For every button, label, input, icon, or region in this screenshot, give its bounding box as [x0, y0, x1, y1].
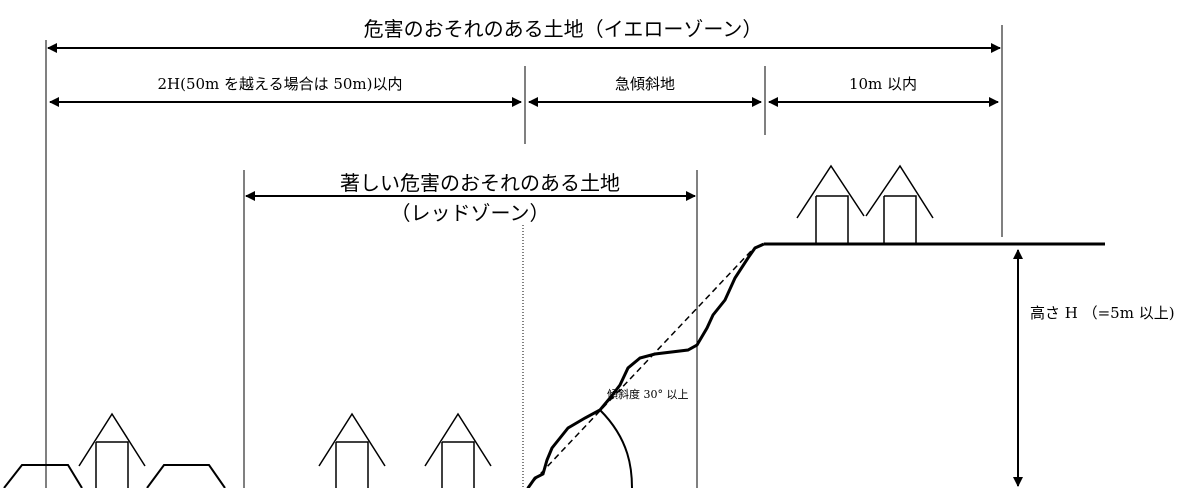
lower-range-label: 2H(50m を越える場合は 50m)以内	[157, 75, 402, 93]
house-left-flat-1-icon	[3, 464, 83, 488]
house-top-right-icon	[865, 164, 934, 244]
house-left-peaked-icon	[78, 412, 146, 488]
slope-angle-label: 傾斜度 30° 以上	[607, 387, 689, 401]
slope-range-label: 急傾斜地	[615, 75, 675, 93]
slope-knob	[599, 409, 633, 488]
house-left-flat-2-icon	[146, 464, 226, 488]
red-zone-label-line1: 著しい危害のおそれのある土地	[340, 171, 620, 195]
house-red-zone-left-icon	[318, 412, 386, 488]
house-top-left-icon	[796, 164, 865, 244]
yellow-zone-label: 危害のおそれのある土地（イエローゾーン）	[364, 17, 763, 41]
red-zone-label-line2: （レッドゾーン）	[391, 201, 550, 225]
slope-profile	[526, 242, 765, 488]
upper-range-label: 10m 以内	[849, 75, 917, 93]
height-label: 高さ H （=5m 以上)	[1030, 304, 1175, 322]
slope-30deg-line	[526, 249, 753, 488]
house-red-zone-right-icon	[424, 412, 492, 488]
